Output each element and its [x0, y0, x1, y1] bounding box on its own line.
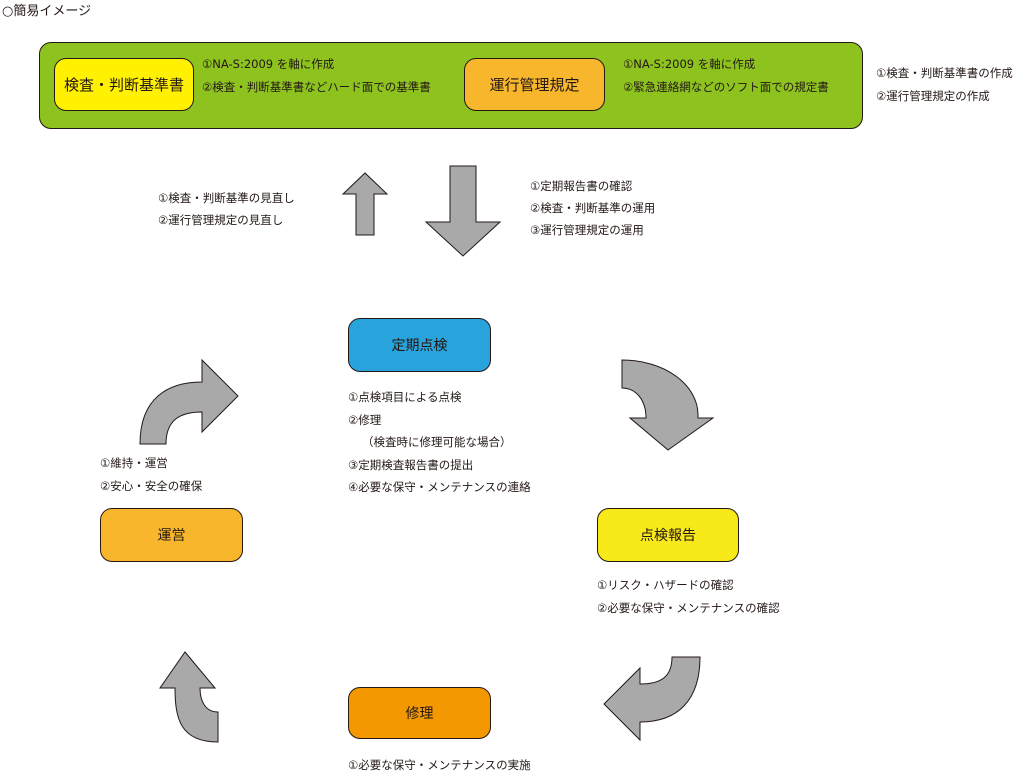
- inspection-notes: ①点検項目による点検 ②修理 （検査時に修理可能な場合） ③定期検査報告書の提出…: [348, 386, 531, 499]
- note-line: ①検査・判断基準の見直し: [158, 191, 295, 205]
- review-notes: ①検査・判断基準の見直し ②運行管理規定の見直し: [158, 187, 295, 231]
- note-line: ②緊急連絡網などのソフト面での規定書: [623, 79, 829, 94]
- note-line: ②必要な保守・メンテナンスの確認: [597, 600, 780, 615]
- curved-arrow-icon: [621, 359, 715, 451]
- report-notes: ①リスク・ハザードの確認 ②必要な保守・メンテナンスの確認: [597, 574, 780, 619]
- note-line: ①NA-S:2009 を軸に作成: [202, 57, 335, 71]
- operation-rules-box: 運行管理規定: [464, 58, 605, 111]
- operation-rules-notes: ①NA-S:2009 を軸に作成 ②緊急連絡網などのソフト面での規定書: [623, 53, 829, 98]
- note-line: ②安心・安全の確保: [100, 478, 203, 493]
- standards-banner: 検査・判断基準書 ①NA-S:2009 を軸に作成 ②検査・判断基準書などハード…: [39, 42, 863, 129]
- note-line: ②修理: [348, 412, 382, 427]
- inspection-standard-box: 検査・判断基準書: [54, 58, 194, 111]
- note-line: ①定期報告書の確認: [530, 179, 633, 193]
- note-line: ②運行管理規定の見直し: [158, 213, 284, 227]
- note-line: ①点検項目による点検: [348, 390, 462, 404]
- creation-notes: ①検査・判断基準書の作成 ②運行管理規定の作成: [876, 62, 1013, 108]
- curved-arrow-icon: [603, 656, 701, 742]
- operation-notes: ①維持・運営 ②安心・安全の確保: [100, 452, 202, 497]
- repair-step: 修理: [348, 687, 491, 739]
- note-line: ②運行管理規定の作成: [876, 89, 990, 103]
- note-line: （検査時に修理可能な場合）: [362, 435, 512, 449]
- note-line: ①検査・判断基準書の作成: [876, 66, 1013, 80]
- note-line: ③運行管理規定の運用: [530, 223, 644, 237]
- inspection-step: 定期点検: [348, 318, 491, 372]
- note-line: ③定期検査報告書の提出: [348, 457, 474, 472]
- down-arrow-icon: [424, 165, 502, 257]
- note-line: ②検査・判断基準の運用: [530, 201, 656, 215]
- repair-notes: ①必要な保守・メンテナンスの実施: [348, 754, 531, 777]
- page-title: ○簡易イメージ: [2, 4, 92, 19]
- note-line: ①リスク・ハザードの確認: [597, 578, 734, 592]
- up-arrow-icon: [341, 172, 389, 236]
- curved-arrow-icon: [159, 651, 219, 743]
- usage-notes: ①定期報告書の確認 ②検査・判断基準の運用 ③運行管理規定の運用: [530, 175, 655, 241]
- note-line: ①必要な保守・メンテナンスの実施: [348, 758, 531, 772]
- curved-arrow-icon: [139, 358, 239, 445]
- note-line: ④必要な保守・メンテナンスの連絡: [348, 480, 531, 494]
- operation-step: 運営: [100, 508, 243, 562]
- inspection-standard-notes: ①NA-S:2009 を軸に作成 ②検査・判断基準書などハード面での基準書: [202, 53, 431, 98]
- note-line: ②検査・判断基準書などハード面での基準書: [202, 79, 431, 94]
- note-line: ①NA-S:2009 を軸に作成: [623, 57, 756, 71]
- report-step: 点検報告: [597, 508, 739, 562]
- note-line: ①維持・運営: [100, 456, 168, 470]
